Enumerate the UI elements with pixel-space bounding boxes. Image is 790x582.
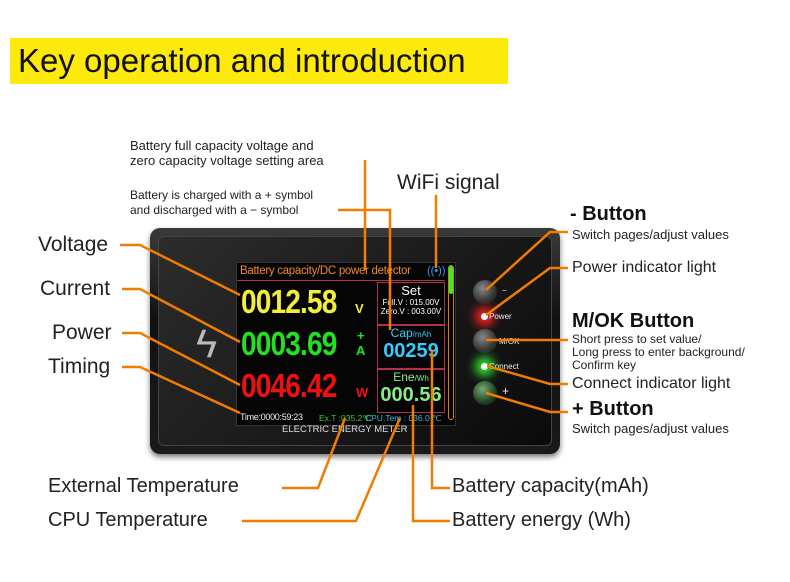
device-brand: ELECTRIC ENERGY METER	[282, 424, 408, 435]
time-readout: Time:0000:59:23	[240, 412, 303, 422]
capacity-callout: Battery capacity(mAh)	[452, 475, 649, 497]
power-light-callout: Power indicator light	[572, 259, 717, 276]
cap-value: 00259	[383, 340, 439, 362]
wifi-icon: ((•))	[427, 265, 446, 277]
ext-temp-callout: External Temperature	[48, 475, 239, 497]
desc-line: Long press to enter background/	[572, 345, 745, 359]
mok-label: M/OK	[499, 337, 520, 346]
divider	[237, 280, 445, 281]
wifi-callout: WiFi signal	[397, 171, 500, 194]
power-led	[481, 313, 488, 320]
ene-label: Ene	[393, 370, 415, 384]
voltage-unit: V	[355, 301, 364, 316]
plus-button-desc: Switch pages/adjust values	[572, 421, 729, 436]
page-title: Key operation and introduction	[10, 38, 508, 84]
callout-line: and discharged with a − symbol	[130, 203, 299, 217]
mok-button-desc: Short press to set value/ Long press to …	[572, 333, 745, 372]
power-led-label: Power	[489, 312, 512, 321]
callout-line: zero capacity voltage setting area	[130, 153, 324, 168]
ene-value: 000.56	[380, 384, 442, 406]
minus-label: −	[502, 286, 507, 295]
full-voltage: Full.V : 015.00V	[382, 298, 440, 307]
power-unit: W	[356, 385, 369, 400]
plus-button[interactable]	[473, 381, 497, 405]
ext-temp-readout: Ex.T :035.2℃	[319, 413, 372, 423]
screen-header: Battery capacity/DC power detector	[240, 265, 411, 277]
callout-line: Battery is charged with a + symbol	[130, 188, 314, 202]
desc-line: Short press to set value/	[572, 332, 702, 346]
timing-callout: Timing	[48, 355, 111, 378]
minus-button-desc: Switch pages/adjust values	[572, 227, 729, 242]
energy-panel: Ene/Wh 000.56	[377, 369, 445, 413]
power-callout: Power	[52, 321, 112, 344]
ene-unit: /Wh	[414, 374, 429, 383]
plus-label: +	[502, 384, 510, 398]
set-title: Set	[401, 283, 421, 298]
charge-sign-callout: Battery is charged with a + symbol and d…	[130, 188, 313, 218]
desc-line: Confirm key	[572, 358, 637, 372]
cap-label: Cap	[390, 326, 413, 340]
minus-button-callout: - Button	[570, 203, 647, 225]
cpu-temp-readout: CPU.Tem : 036.0 ℃	[365, 413, 442, 423]
energy-callout: Battery energy (Wh)	[452, 509, 631, 531]
connect-led-label: Connect	[489, 362, 519, 371]
plus-button-callout: + Button	[572, 398, 654, 420]
connect-light-callout: Connect indicator light	[572, 375, 731, 392]
minus-button[interactable]	[473, 280, 497, 304]
current-unit: A	[356, 343, 366, 358]
set-panel: Set Full.V : 015.00V Zero.V : 003.00V	[377, 282, 445, 325]
lcd-screen: Battery capacity/DC power detector ((•))…	[236, 262, 456, 426]
voltage-value: 0012.58	[241, 283, 337, 320]
connect-led	[481, 363, 488, 370]
voltage-callout: Voltage	[38, 233, 109, 256]
callout-line: Battery full capacity voltage and	[130, 138, 314, 153]
lightning-icon: ϟ	[196, 322, 218, 366]
current-callout: Current	[40, 277, 111, 300]
scrollbar	[448, 265, 454, 420]
scrollbar-thumb	[449, 266, 453, 294]
current-sign: +	[357, 328, 365, 343]
zero-voltage: Zero.V : 003.00V	[380, 307, 442, 316]
cap-unit: /mAh	[412, 330, 432, 339]
current-value: 0003.69	[241, 325, 337, 362]
cpu-temp-callout: CPU Temperature	[48, 509, 208, 531]
mok-button[interactable]	[473, 329, 497, 353]
capacity-panel: Cap/mAh 00259	[377, 325, 445, 369]
setting-area-callout: Battery full capacity voltage and zero c…	[130, 138, 324, 168]
power-value: 0046.42	[241, 367, 337, 404]
mok-button-callout: M/OK Button	[572, 310, 695, 332]
